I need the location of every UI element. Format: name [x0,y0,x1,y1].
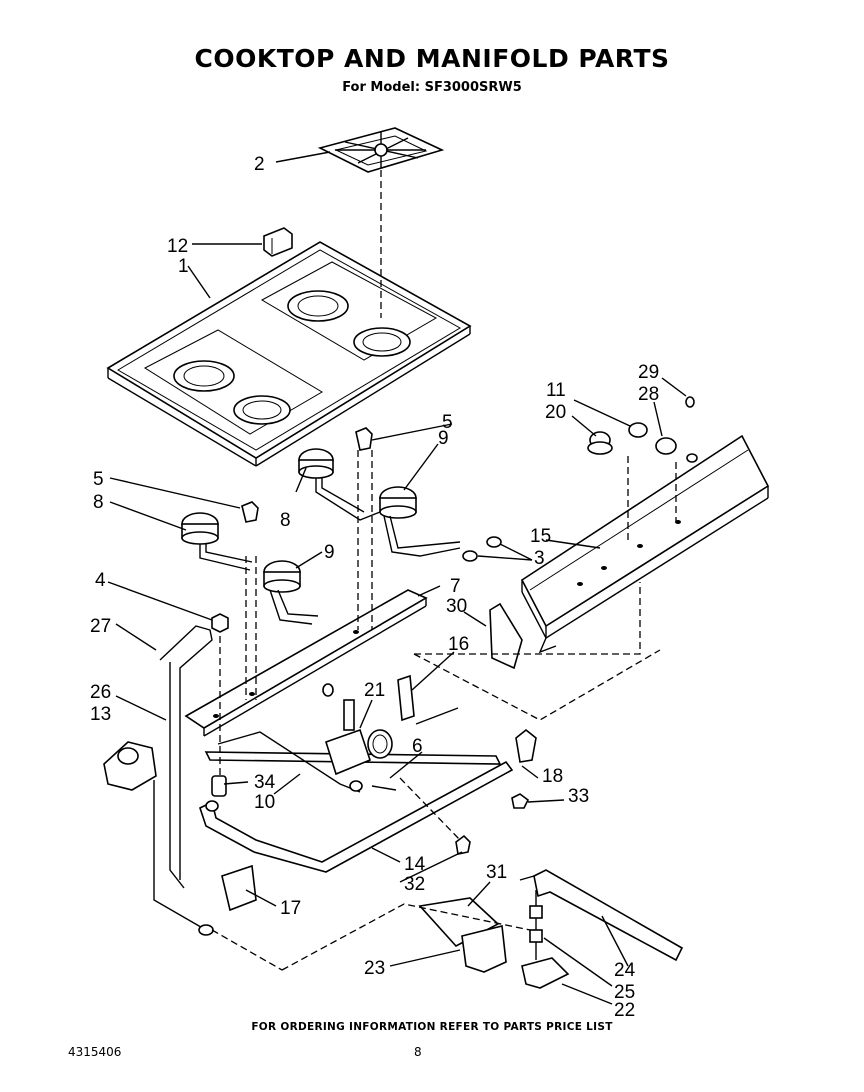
callout-3: 3 [534,548,545,569]
bracket-part [489,602,523,670]
callout-31: 31 [486,862,507,883]
callout-26: 26 [90,682,111,703]
callout-32: 32 [404,874,425,895]
callout-12: 12 [167,236,188,257]
spacer-part [211,775,227,797]
callout-30: 30 [446,596,467,617]
callout-10: 10 [254,792,275,813]
callout-labels: 2 12 1 5 9 5 8 8 9 3 15 11 20 29 28 30 7… [90,154,659,1021]
valve-knob-parts [587,396,698,463]
callout-8-lower: 8 [93,492,104,513]
mounting-bracket-part [221,864,257,912]
callout-16: 16 [448,634,469,655]
cooktop-part [106,241,472,467]
callout-14: 14 [404,854,426,875]
callout-20: 20 [545,402,566,423]
screw-part [455,834,471,855]
document-number: 4315406 [68,1045,122,1059]
callout-6: 6 [412,736,423,757]
callout-7: 7 [450,576,461,597]
burner-grate-part [317,127,445,173]
callout-15: 15 [530,526,551,547]
manifold-panel-part [520,434,770,654]
callout-2: 2 [254,154,265,175]
callout-18: 18 [542,766,563,787]
callout-11: 11 [546,380,566,401]
callout-21: 21 [364,680,385,701]
broil-burner-part [418,869,684,989]
front-burners-part [181,501,319,625]
rear-burners-part [298,427,461,557]
oven-burner-part [199,760,514,873]
model-subtitle: For Model: SF3000SRW5 [342,80,522,95]
callout-13: 13 [90,704,111,725]
nut-part [211,613,229,633]
page-title: COOKTOP AND MANIFOLD PARTS [194,44,670,73]
callout-1: 1 [178,256,189,277]
callout-22: 22 [614,1000,635,1021]
regulator-part [103,741,157,791]
valve-assembly-part [322,674,459,792]
callout-leader-lines [107,151,687,1005]
callout-9-lower: 9 [324,542,335,563]
bracket-and-screw-parts [511,728,537,809]
callout-5-lower: 5 [93,469,104,490]
ordering-note: FOR ORDERING INFORMATION REFER TO PARTS … [251,1021,613,1033]
page-number: 8 [414,1045,422,1059]
callout-5-upper: 5 [442,412,453,433]
callout-8-upper: 8 [280,510,291,531]
callout-27: 27 [90,616,111,637]
burner-support-part [184,589,428,737]
callout-4: 4 [95,570,106,591]
gas-tubing-part [153,625,214,936]
callout-34: 34 [254,772,276,793]
callout-17: 17 [280,898,301,919]
callout-25: 25 [614,982,635,1003]
callout-24: 24 [614,960,636,981]
clip-part [263,227,293,257]
callout-23: 23 [364,958,385,979]
callout-29: 29 [638,362,659,383]
callout-33: 33 [568,786,589,807]
callout-9-upper: 9 [438,428,449,449]
callout-28: 28 [638,384,659,405]
orifice-hoods-part [462,536,502,562]
